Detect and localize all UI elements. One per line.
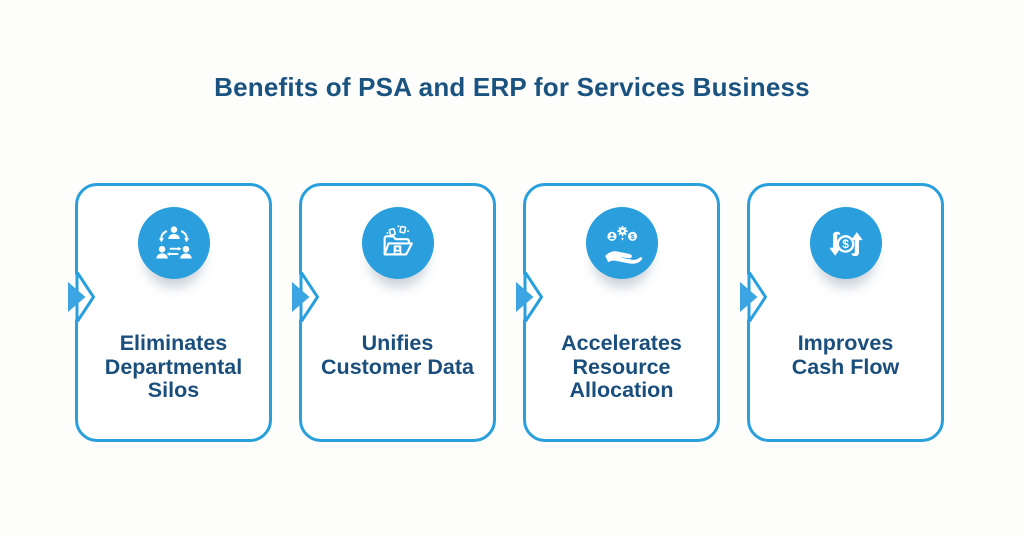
benefit-card-eliminates-silos: Eliminates Departmental Silos (67, 183, 272, 442)
card-icon-circle: $ (809, 207, 882, 279)
benefit-card-resource-allocation: $ Accelerates Resource Allocation (515, 183, 720, 442)
svg-text:$: $ (842, 237, 849, 251)
card-title: Unifies Customer Data (321, 331, 474, 379)
card-icon-circle (137, 207, 210, 279)
card-title: Improves Cash Flow (791, 331, 900, 379)
hand-resources-icon: $ (604, 226, 643, 264)
card-icon-circle (361, 207, 434, 279)
chevron-right-icon (739, 272, 767, 322)
org-people-sync-icon (155, 226, 192, 259)
benefit-card-unifies-data: Unifies Customer Data (291, 183, 496, 442)
chevron-right-icon (291, 272, 319, 322)
card-title: Eliminates Departmental Silos (104, 331, 243, 402)
cash-flow-arrows-icon: $ (828, 231, 863, 257)
chevron-right-icon (67, 272, 95, 322)
chevron-right-icon (515, 272, 543, 322)
card-icon-circle: $ (585, 207, 658, 279)
page-title: Benefits of PSA and ERP for Services Bus… (214, 72, 810, 102)
benefit-card-cash-flow: $ Improves Cash Flow (739, 183, 944, 442)
card-title: Accelerates Resource Allocation (561, 331, 682, 402)
svg-text:$: $ (630, 232, 635, 241)
folder-customer-data-icon (383, 225, 413, 256)
